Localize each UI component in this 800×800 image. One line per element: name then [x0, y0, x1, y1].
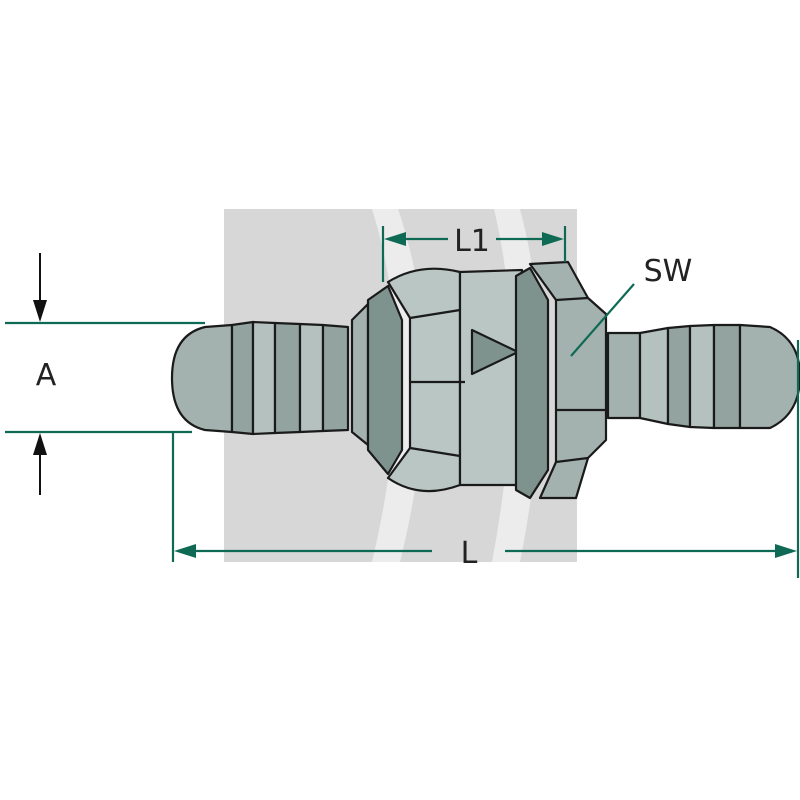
- dim-a-label: A: [36, 358, 57, 393]
- nut-edge-1: [555, 296, 589, 302]
- dimension-l1: L1: [381, 224, 567, 282]
- dim-l-arrow-left-icon: [174, 544, 196, 558]
- hex-edge-1: [409, 308, 461, 320]
- left-barb-ring-2: [251, 320, 277, 436]
- dim-l1-arrow-right-icon: [542, 232, 564, 246]
- dim-l-label: L: [461, 536, 478, 571]
- dimension-l: L: [171, 340, 800, 578]
- right-barb-ring-3: [688, 323, 716, 430]
- left-hose-barb: [170, 320, 350, 436]
- right-barb-neck: [606, 331, 642, 420]
- hex-edge-3: [409, 446, 461, 458]
- left-collar-ring: [366, 284, 404, 476]
- right-barb-tip: [738, 323, 800, 430]
- dim-a-arrow-down-icon: [33, 300, 47, 322]
- right-barb-ring-4: [712, 323, 742, 430]
- sw-label: SW: [644, 254, 693, 289]
- sw-leader-line: [570, 283, 635, 357]
- right-hex-flange: [514, 266, 550, 500]
- dimension-a: A: [5, 253, 205, 495]
- right-barb-ring-1: [638, 326, 670, 426]
- valve-body: [350, 260, 608, 500]
- dim-l1-arrow-left-icon: [384, 232, 406, 246]
- wrench-size-callout: SW: [570, 254, 693, 357]
- dim-a-arrow-up-icon: [33, 433, 47, 455]
- left-barb-tip: [170, 323, 234, 434]
- flow-direction-arrow-icon: [470, 328, 520, 376]
- left-barb-ring-3: [273, 321, 302, 435]
- dim-l1-label: L1: [454, 224, 490, 259]
- nut-edge-3: [555, 456, 589, 464]
- dim-l-arrow-right-icon: [775, 544, 797, 558]
- left-barb-ring-4: [298, 322, 325, 434]
- left-barb-ring-5: [321, 323, 350, 433]
- left-collar-outer: [350, 302, 370, 447]
- body-cylinder: [458, 268, 524, 487]
- right-barb-ring-2: [666, 324, 692, 429]
- right-hose-barb: [606, 323, 800, 430]
- left-barb-ring-1: [230, 320, 255, 436]
